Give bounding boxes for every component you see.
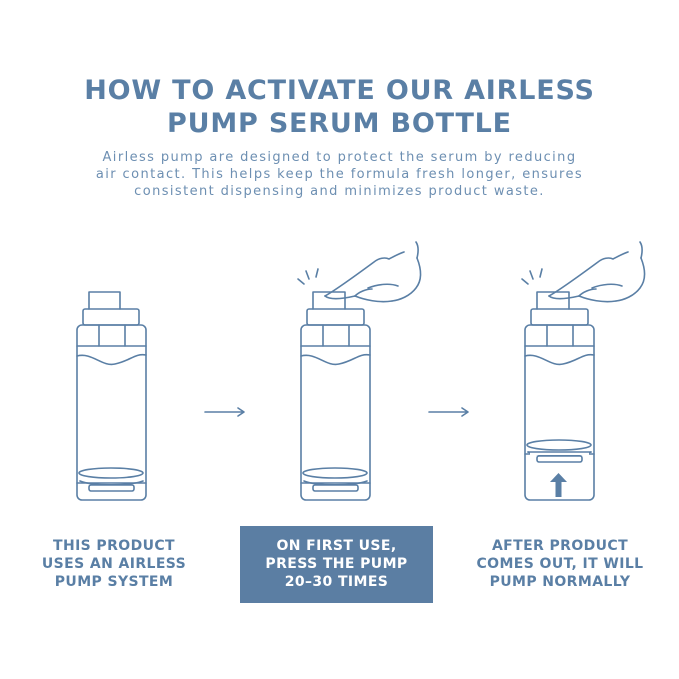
step-2-highlight-box: [240, 526, 433, 603]
title-line-1: HOW TO ACTIVATE OUR AIRLESS: [84, 75, 595, 106]
bottle-step-2-icon: [300, 291, 371, 501]
step-2-caption-line: 20–30 TIMES: [284, 574, 389, 590]
pressing-hand-icon: [297, 241, 422, 303]
step-3-caption-line: COMES OUT, IT WILL: [476, 556, 644, 572]
step-3-caption: AFTER PRODUCT COMES OUT, IT WILL PUMP NO…: [462, 537, 658, 591]
step-2-caption: ON FIRST USE, PRESS THE PUMP 20–30 TIMES: [240, 537, 433, 591]
step-1-caption-line: USES AN AIRLESS: [41, 556, 187, 572]
step-2-caption-line: PRESS THE PUMP: [265, 556, 408, 572]
step-2-caption-line: ON FIRST USE,: [276, 538, 397, 554]
arrow-right-icon: [204, 407, 245, 417]
step-3-caption-line: PUMP NORMALLY: [489, 574, 631, 590]
arrow-right-icon: [428, 407, 469, 417]
subtitle-line-1: Airless pump are designed to protect the…: [102, 150, 577, 165]
airless-bottle-icon: [76, 291, 147, 501]
step-1-caption: THIS PRODUCT USES AN AIRLESS PUMP SYSTEM: [16, 537, 212, 591]
step-1-caption-line: THIS PRODUCT: [53, 538, 175, 554]
bottle-step-3-icon: [524, 291, 595, 501]
up-arrow-icon: [550, 473, 567, 497]
step-3-caption-line: AFTER PRODUCT: [491, 538, 629, 554]
title-line-2: PUMP SERUM BOTTLE: [167, 108, 512, 139]
page-subtitle: Airless pump are designed to protect the…: [60, 149, 619, 200]
step-1-caption-line: PUMP SYSTEM: [54, 574, 174, 590]
subtitle-line-2: air contact. This helps keep the formula…: [95, 167, 584, 182]
pressing-hand-icon: [521, 241, 646, 303]
subtitle-line-3: consistent dispensing and minimizes prod…: [134, 184, 545, 199]
page-title: HOW TO ACTIVATE OUR AIRLESS PUMP SERUM B…: [0, 74, 679, 140]
